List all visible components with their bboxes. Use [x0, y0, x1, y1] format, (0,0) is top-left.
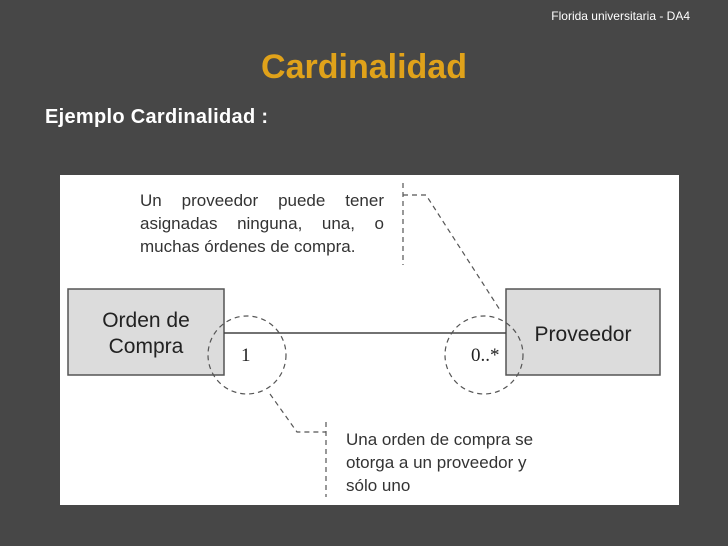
- note-proveedor: Un proveedor puede tener asignadas ningu…: [140, 191, 384, 256]
- diagram-panel: Un proveedor puede tener asignadas ningu…: [60, 175, 679, 505]
- slide-subtitle: Ejemplo Cardinalidad :: [45, 106, 269, 128]
- entity-box-orden-de-compra: [67, 288, 225, 376]
- note-top-leader: [402, 183, 501, 311]
- uml-diagram: [67, 183, 661, 497]
- entity-box-proveedor: [505, 288, 661, 376]
- header-note: Florida universitaria - DA4: [551, 9, 690, 23]
- note-orden-de-compra: Una orden de compra se otorga a un prove…: [346, 430, 534, 495]
- multiplicity-left: 1: [241, 345, 251, 366]
- multiplicity-circle-left: [207, 315, 287, 395]
- multiplicity-circle-right: [444, 315, 524, 395]
- slide-title: Cardinalidad: [261, 48, 467, 86]
- note-bottom-leader: [269, 393, 327, 497]
- entity-label-proveedor: Proveedor: [534, 323, 632, 346]
- entity-label-orden-de-compra: Orden de Compra: [102, 309, 190, 358]
- multiplicity-right: 0..*: [471, 345, 500, 366]
